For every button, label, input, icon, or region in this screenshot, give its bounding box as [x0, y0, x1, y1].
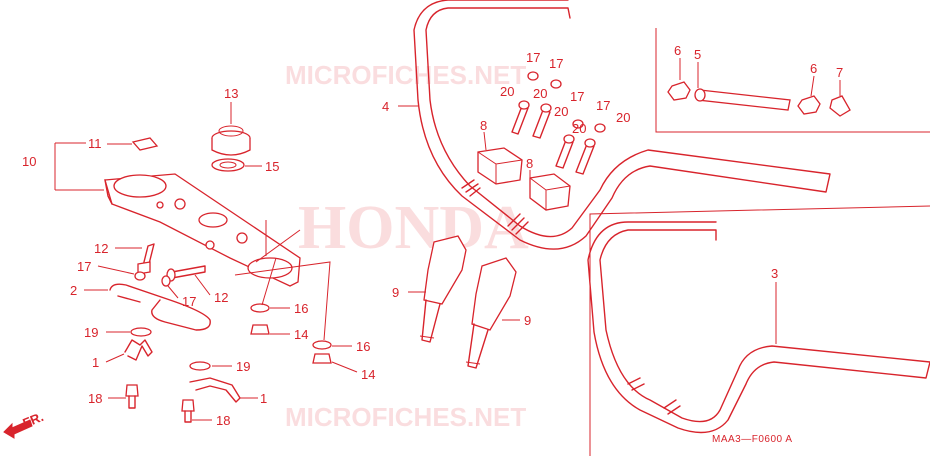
- callout-12-b: 12: [214, 290, 228, 305]
- callout-17-c: 17: [526, 50, 540, 65]
- callout-5: 5: [694, 47, 701, 62]
- part-16-washer: [312, 340, 332, 350]
- part-14-nut: [250, 324, 270, 335]
- handlebar-4: [413, 0, 831, 250]
- front-label: FR.: [21, 409, 46, 431]
- callout-3: 3: [771, 266, 778, 281]
- callout-19-b: 19: [236, 359, 250, 374]
- part-6-nut: [797, 95, 821, 115]
- part-11-cap: [131, 137, 159, 151]
- callout-16-a: 16: [294, 301, 308, 316]
- callout-19-a: 19: [84, 325, 98, 340]
- part-17-nut: [527, 71, 539, 81]
- callout-20-d: 20: [616, 110, 630, 125]
- inset-frame-3: [589, 205, 930, 456]
- callout-20-c: 20: [554, 104, 568, 119]
- callout-15: 15: [265, 159, 279, 174]
- callout-17-f: 17: [596, 98, 610, 113]
- part-8-holder: [477, 147, 523, 185]
- part-19-washer: [189, 361, 211, 371]
- front-arrow: FR.: [3, 409, 46, 439]
- callout-11: 11: [88, 136, 102, 151]
- callout-8-b: 8: [526, 156, 533, 171]
- callout-9-a: 9: [392, 285, 399, 300]
- top-bridge: [104, 173, 301, 287]
- part-17-nut: [161, 275, 171, 287]
- callout-4: 4: [382, 99, 389, 114]
- callout-1-b: 1: [260, 391, 267, 406]
- part-6-nut: [667, 81, 691, 101]
- part-2-wire-clamp: [109, 283, 211, 331]
- callout-18-b: 18: [216, 413, 230, 428]
- part-1-clamp: [124, 339, 153, 361]
- callout-2: 2: [70, 283, 77, 298]
- callout-bracket-10: [54, 142, 104, 191]
- part-20-bolt: [555, 134, 575, 169]
- part-18-bolt: [181, 399, 195, 423]
- callout-7: 7: [836, 65, 843, 80]
- watermark-bottom: MICROFICHES.NET: [285, 402, 526, 432]
- part-17-nut: [550, 79, 562, 89]
- callout-9-b: 9: [524, 313, 531, 328]
- part-18-bolt: [125, 384, 139, 409]
- part-13-cap-nut: [211, 125, 251, 156]
- callout-13: 13: [224, 86, 238, 101]
- inset-frame: [655, 28, 930, 133]
- diagram-code: MAA3—F0600 A: [712, 434, 792, 445]
- callout-10: 10: [22, 154, 36, 169]
- part-15-washer: [211, 158, 245, 172]
- callout-17-b: 17: [182, 294, 196, 309]
- callout-14-a: 14: [294, 327, 308, 342]
- part-14-nut: [312, 353, 332, 364]
- callout-12-a: 12: [94, 241, 108, 256]
- callout-20-a: 20: [500, 84, 514, 99]
- part-20-bolt: [532, 103, 552, 139]
- callout-8-a: 8: [480, 118, 487, 133]
- callout-17-d: 17: [549, 56, 563, 71]
- callout-14-b: 14: [361, 367, 375, 382]
- callout-17-e: 17: [570, 89, 584, 104]
- watermark-top: MICROFICHES.NET: [285, 60, 526, 90]
- watermark-center: HONDA: [298, 194, 529, 262]
- callout-1-a: 1: [92, 355, 99, 370]
- part-20-bolt: [511, 100, 530, 135]
- part-1-clamp: [189, 377, 241, 403]
- callout-6-b: 6: [810, 61, 817, 76]
- part-8-holder: [529, 173, 571, 211]
- part-20-bolt: [575, 138, 596, 175]
- callout-16-b: 16: [356, 339, 370, 354]
- part-16-washer: [250, 303, 270, 313]
- callout-20-e: 20: [572, 121, 586, 136]
- part-12-bolt-a: [137, 243, 155, 275]
- part-9-riser: [465, 257, 517, 369]
- callout-6-a: 6: [674, 43, 681, 58]
- part-17-nut: [572, 119, 584, 129]
- part-17-nut: [594, 123, 606, 133]
- part-17-nut: [134, 271, 146, 281]
- part-7-end: [829, 95, 851, 117]
- part-12-bolt-b: [166, 265, 206, 282]
- callout-18-a: 18: [88, 391, 102, 406]
- callout-20-b: 20: [533, 86, 547, 101]
- part-19-washer: [130, 327, 152, 337]
- part-9-riser: [419, 235, 467, 343]
- callout-17-a: 17: [77, 259, 91, 274]
- part-5-shaft: [694, 88, 791, 111]
- handlebar-3: [587, 221, 930, 434]
